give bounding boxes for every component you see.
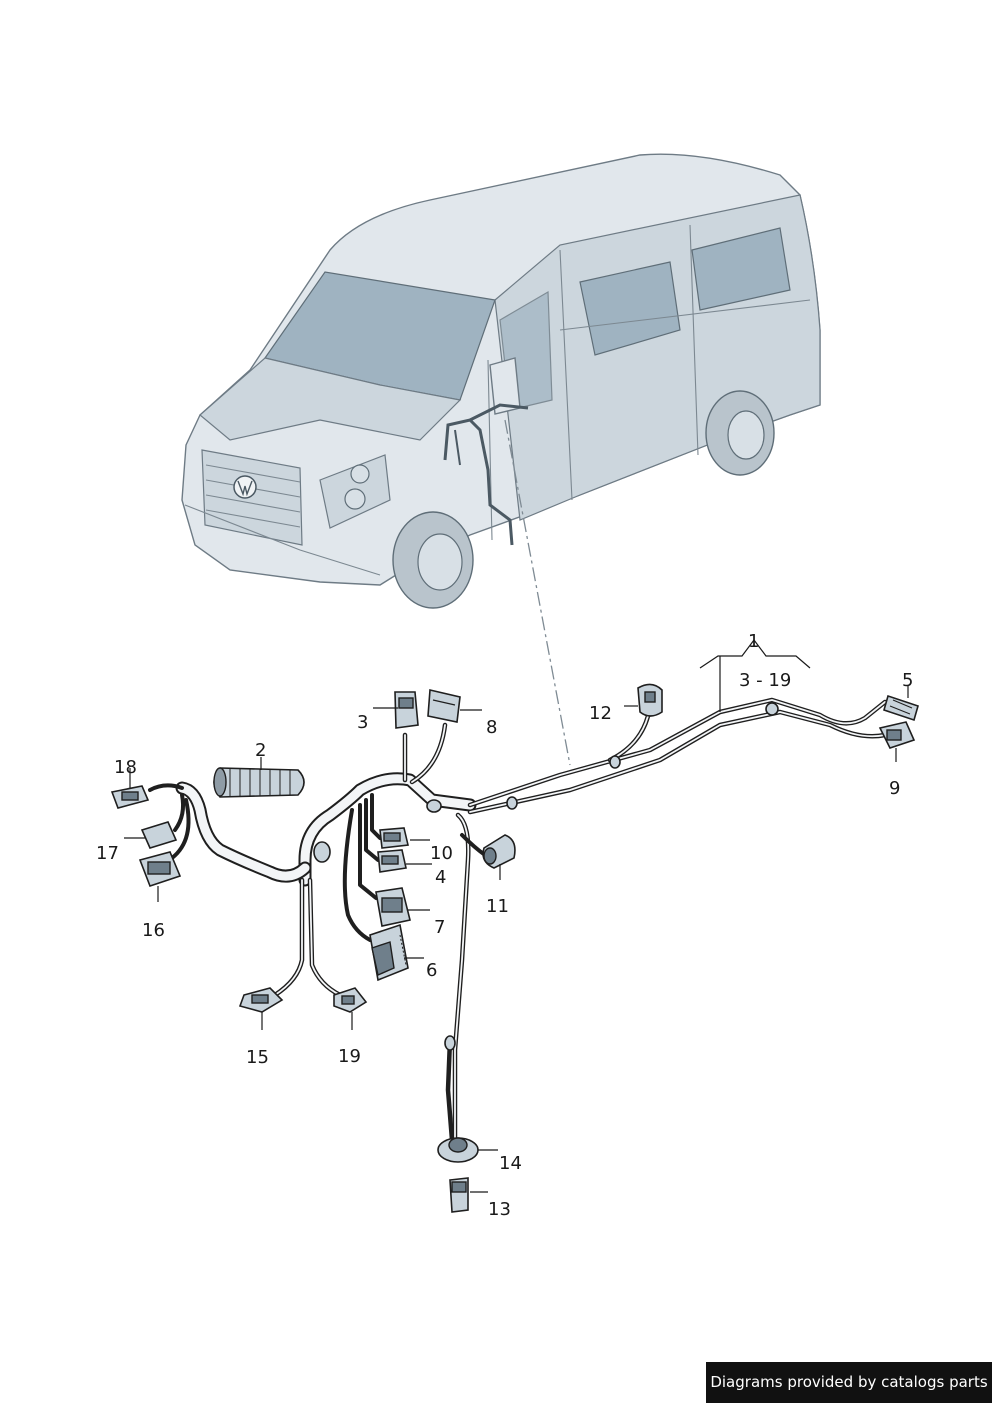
callout-8: 8	[486, 717, 497, 738]
connector-15[interactable]	[238, 987, 284, 1013]
callout-1: 1	[748, 631, 759, 652]
callout-16: 16	[142, 920, 165, 941]
callout-10: 10	[430, 843, 453, 864]
connector-11[interactable]	[482, 834, 516, 869]
connector-19[interactable]	[333, 987, 368, 1013]
connector-4[interactable]	[377, 849, 407, 873]
callout-14: 14	[499, 1153, 522, 1174]
callout-3: 3	[357, 712, 368, 733]
connector-7[interactable]	[375, 887, 411, 927]
grommet-14[interactable]	[437, 1137, 479, 1163]
harness-wiring	[148, 697, 888, 1143]
callout-2: 2	[255, 740, 266, 761]
callout-19: 19	[338, 1046, 361, 1067]
connector-18[interactable]	[110, 785, 150, 809]
connector-16[interactable]	[138, 851, 182, 888]
callout-15: 15	[246, 1047, 269, 1068]
reference-line	[504, 419, 571, 766]
connector-9[interactable]	[878, 721, 916, 749]
callout-18: 18	[114, 757, 137, 778]
control-unit-6[interactable]	[369, 923, 409, 982]
connector-8[interactable]	[427, 689, 461, 723]
callout-13: 13	[488, 1199, 511, 1220]
watermark-banner: Diagrams provided by catalogs parts	[706, 1362, 992, 1403]
connector-3[interactable]	[394, 691, 419, 729]
callout-12: 12	[589, 703, 612, 724]
callout-7: 7	[434, 917, 445, 938]
connector-5[interactable]	[883, 694, 919, 722]
callout-6: 6	[426, 960, 437, 981]
connector-10[interactable]	[379, 827, 409, 849]
leader-lines	[124, 639, 909, 1193]
plug-13[interactable]	[449, 1177, 469, 1213]
callout-5: 5	[902, 670, 913, 691]
callout-4: 4	[435, 867, 446, 888]
callout-17: 17	[96, 843, 119, 864]
callout-9: 9	[889, 778, 900, 799]
connector-12[interactable]	[637, 683, 663, 717]
callout-1-range: 3 - 19	[739, 670, 791, 691]
van-illustration	[181, 153, 821, 609]
callout-labels: 1 3 - 19 2 3 4 5 6 7 8 9 10 11 12 13 14 …	[96, 631, 913, 1220]
connector-17[interactable]	[140, 821, 178, 849]
corrugated-tube-2[interactable]	[213, 767, 305, 798]
callout-11: 11	[486, 896, 509, 917]
